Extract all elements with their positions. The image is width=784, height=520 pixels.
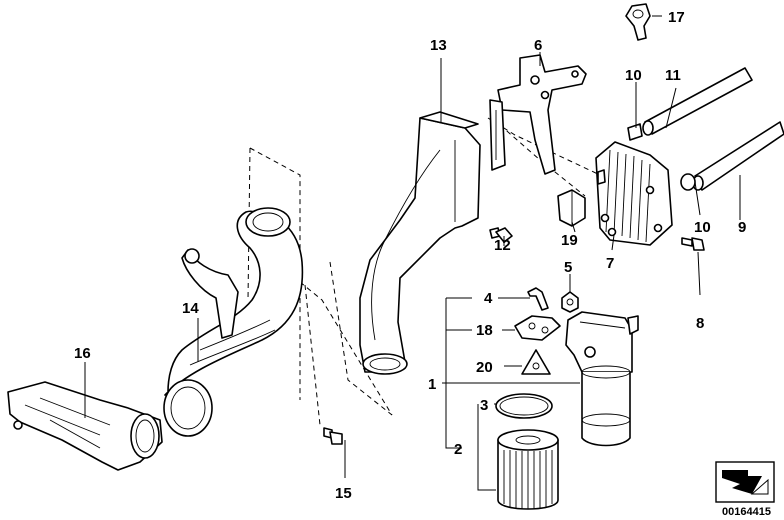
callout-13: 13 [430,37,447,54]
callout-4: 4 [484,290,493,307]
part-5-nut [561,291,579,313]
part-8-screw [681,237,705,251]
callout-11: 11 [665,67,681,84]
callout-1: 1 [428,376,436,393]
callout-2: 2 [454,441,462,458]
part-14-intake-hose [163,207,304,437]
part-12-screw [489,227,513,243]
callout-8: 8 [696,315,704,332]
part-11-hose [642,67,753,136]
part-17-clip [625,3,651,41]
part-4-clip [527,287,549,311]
callout-14: 14 [182,300,199,317]
callout-6: 6 [534,37,542,54]
leader-lines [84,15,741,491]
part-9-hose [692,121,784,191]
part-3-o-ring [495,393,553,419]
callout-17: 17 [668,9,685,26]
callout-10-lower: 10 [694,219,711,236]
part-7-control-unit [595,141,673,246]
callout-3: 3 [480,397,488,414]
callout-9: 9 [738,219,746,236]
callout-10-upper: 10 [625,67,642,84]
callout-19: 19 [561,232,578,249]
callout-18: 18 [476,322,493,339]
part-1-filter-housing [565,311,639,447]
part-13-air-duct [359,111,481,375]
part-10-hose-clamp-lower [680,173,696,191]
part-16-intake-duct [7,381,163,471]
part-18-plate [514,315,561,341]
part-6-bracket [489,54,587,175]
orientation-arrow-icon [715,461,775,503]
document-id: 00164415 [722,506,771,518]
part-15-screw [323,427,343,445]
callout-20: 20 [476,359,493,376]
callout-16: 16 [74,345,91,362]
callout-15: 15 [335,485,352,502]
part-10-hose-clamp-upper [627,123,643,141]
part-19-connector [557,189,586,227]
part-20-warning-label [521,349,551,375]
part-2-filter-element [497,429,559,510]
callout-5: 5 [564,259,572,276]
callout-7: 7 [606,255,614,272]
callout-12: 12 [494,237,511,254]
